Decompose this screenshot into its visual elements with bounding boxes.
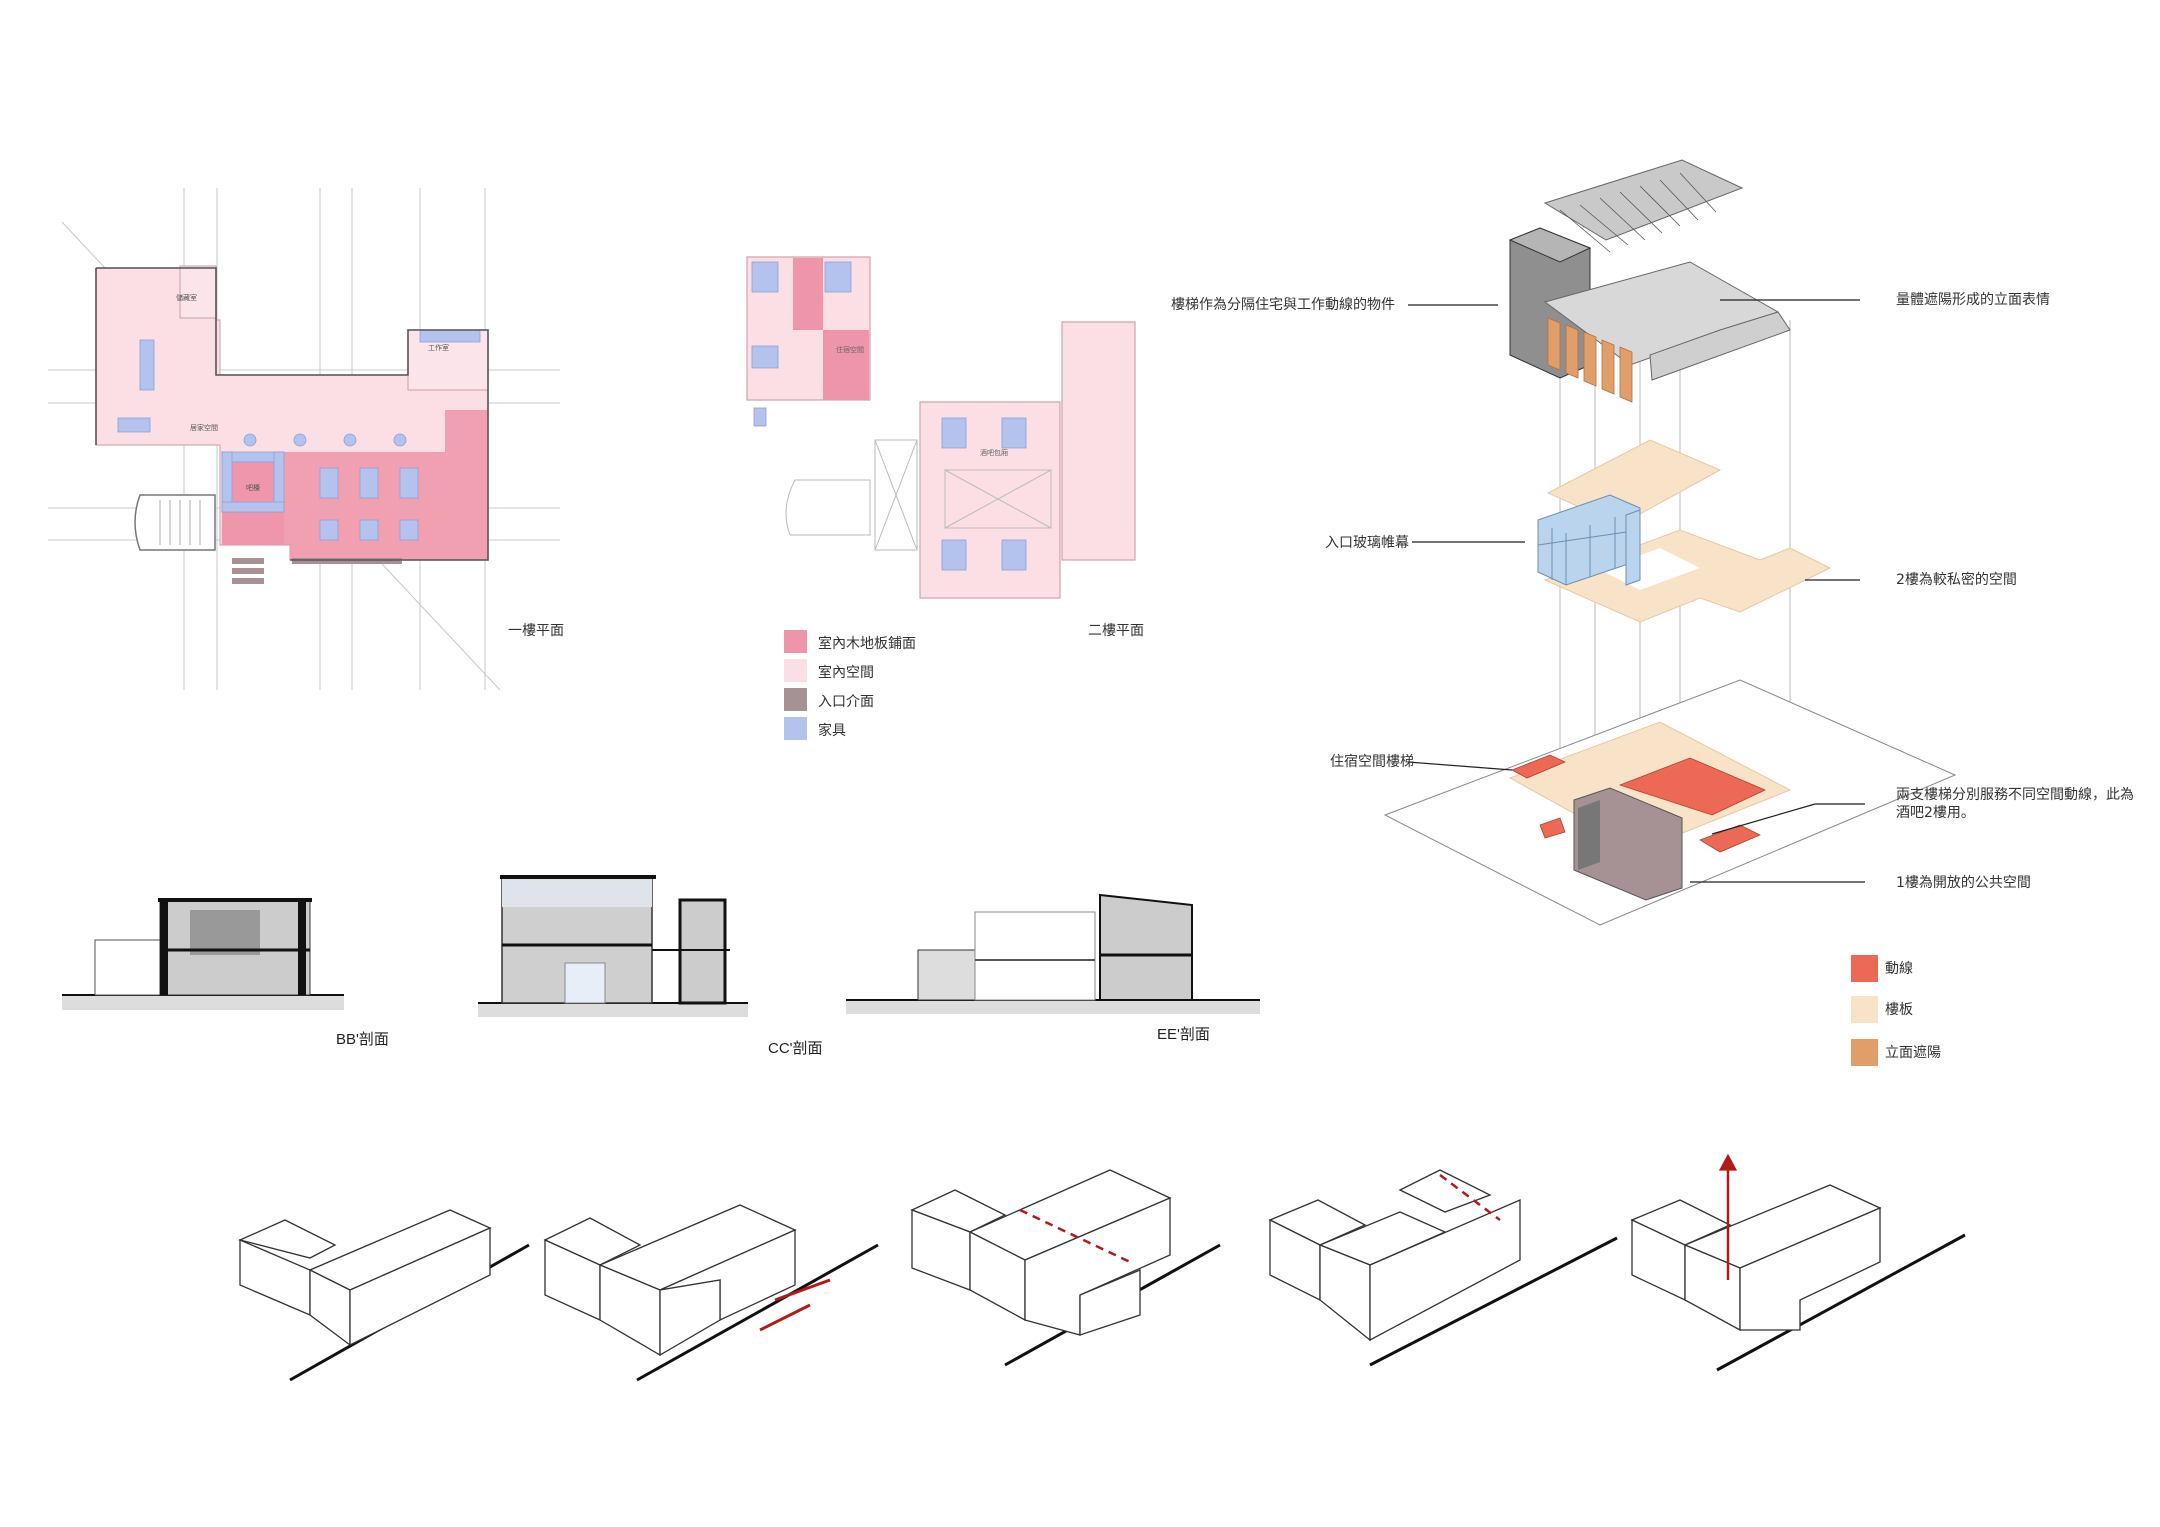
massing-step-5 (1630, 1153, 1966, 1372)
section-cc-label: CC'剖面 (768, 1040, 823, 1057)
legend-label-entry: 入口介面 (818, 694, 874, 710)
annotation-first-public: 1樓為開放的公共空間 (1896, 875, 2031, 891)
annotation-entry-curtain: 入口玻璃帷幕 (1325, 534, 1409, 551)
annotation-shading-facade: 量體遮陽形成的立面表情 (1896, 292, 2050, 308)
ground-floor-plan: 儲藏室 工作室 居家空間 吧檯 一樓平面 (48, 188, 564, 691)
annotation-second-private: 2樓為較私密的空間 (1896, 571, 2017, 588)
svg-text:居家空間: 居家空間 (190, 423, 218, 432)
legend-swatch-slab (1851, 996, 1878, 1023)
annotation-stair-divider: 樓梯作為分隔住宅與工作動線的物件 (1171, 297, 1395, 313)
roof-slab (1543, 159, 1744, 241)
legend-label-interior: 室內空間 (818, 664, 874, 681)
legend-swatch-furniture (784, 717, 807, 740)
legend-label-wood-floor: 室內木地板鋪面 (818, 635, 916, 652)
legend-swatch-circulation (1851, 955, 1878, 982)
annotation-two-stairs-line2: 酒吧2樓用。 (1896, 805, 1975, 821)
section-ee-label: EE'剖面 (1157, 1026, 1210, 1043)
section-bb: BB'剖面 (62, 898, 389, 1048)
legend-label-slab: 樓板 (1885, 1002, 1913, 1018)
legend-label-furniture: 家具 (818, 722, 846, 739)
plan-legend: 室內木地板鋪面 室內空間 入口介面 家具 (784, 630, 916, 740)
massing-step-4 (1268, 1169, 1618, 1367)
second-floor-plan-label: 二樓平面 (1088, 623, 1144, 639)
annotation-two-stairs-line1: 兩支樓梯分別服務不同空間動線，此為 (1896, 787, 2134, 803)
svg-text:住宿空間: 住宿空間 (836, 345, 864, 354)
section-ee: EE'剖面 (846, 893, 1260, 1043)
circulation-stairs (1511, 754, 1766, 853)
ground-floor-plan-label: 一樓平面 (508, 623, 564, 639)
legend-swatch-entry (784, 688, 807, 711)
axonometric-legend: 動線 樓板 立面遮陽 (1851, 955, 1941, 1066)
massing-step-1 (238, 1209, 530, 1382)
svg-text:酒吧包廂: 酒吧包廂 (980, 448, 1008, 457)
legend-swatch-interior (784, 659, 807, 682)
legend-swatch-wood-floor (784, 630, 807, 653)
shading-fins (1547, 317, 1633, 403)
legend-swatch-shading (1851, 1039, 1878, 1066)
second-floor-plan: 酒吧包廂 住宿空間 二樓平面 (746, 256, 1144, 639)
section-bb-label: BB'剖面 (336, 1031, 389, 1048)
legend-label-circulation: 動線 (1885, 961, 1913, 977)
annotation-stair-residence: 住宿空間樓梯 (1330, 753, 1414, 770)
massing-step-3 (910, 1169, 1221, 1367)
section-cc: CC'剖面 (478, 875, 823, 1057)
glass-curtain (1537, 494, 1641, 586)
legend-label-shading: 立面遮陽 (1885, 1045, 1941, 1061)
svg-text:吧檯: 吧檯 (246, 483, 260, 492)
svg-text:工作室: 工作室 (428, 343, 449, 352)
svg-text:儲藏室: 儲藏室 (176, 293, 197, 302)
massing-step-2 (543, 1204, 879, 1382)
exploded-axonometric: 樓梯作為分隔住宅與工作動線的物件 量體遮陽形成的立面表情 入口玻璃帷幕 2樓為較… (1171, 159, 2134, 926)
